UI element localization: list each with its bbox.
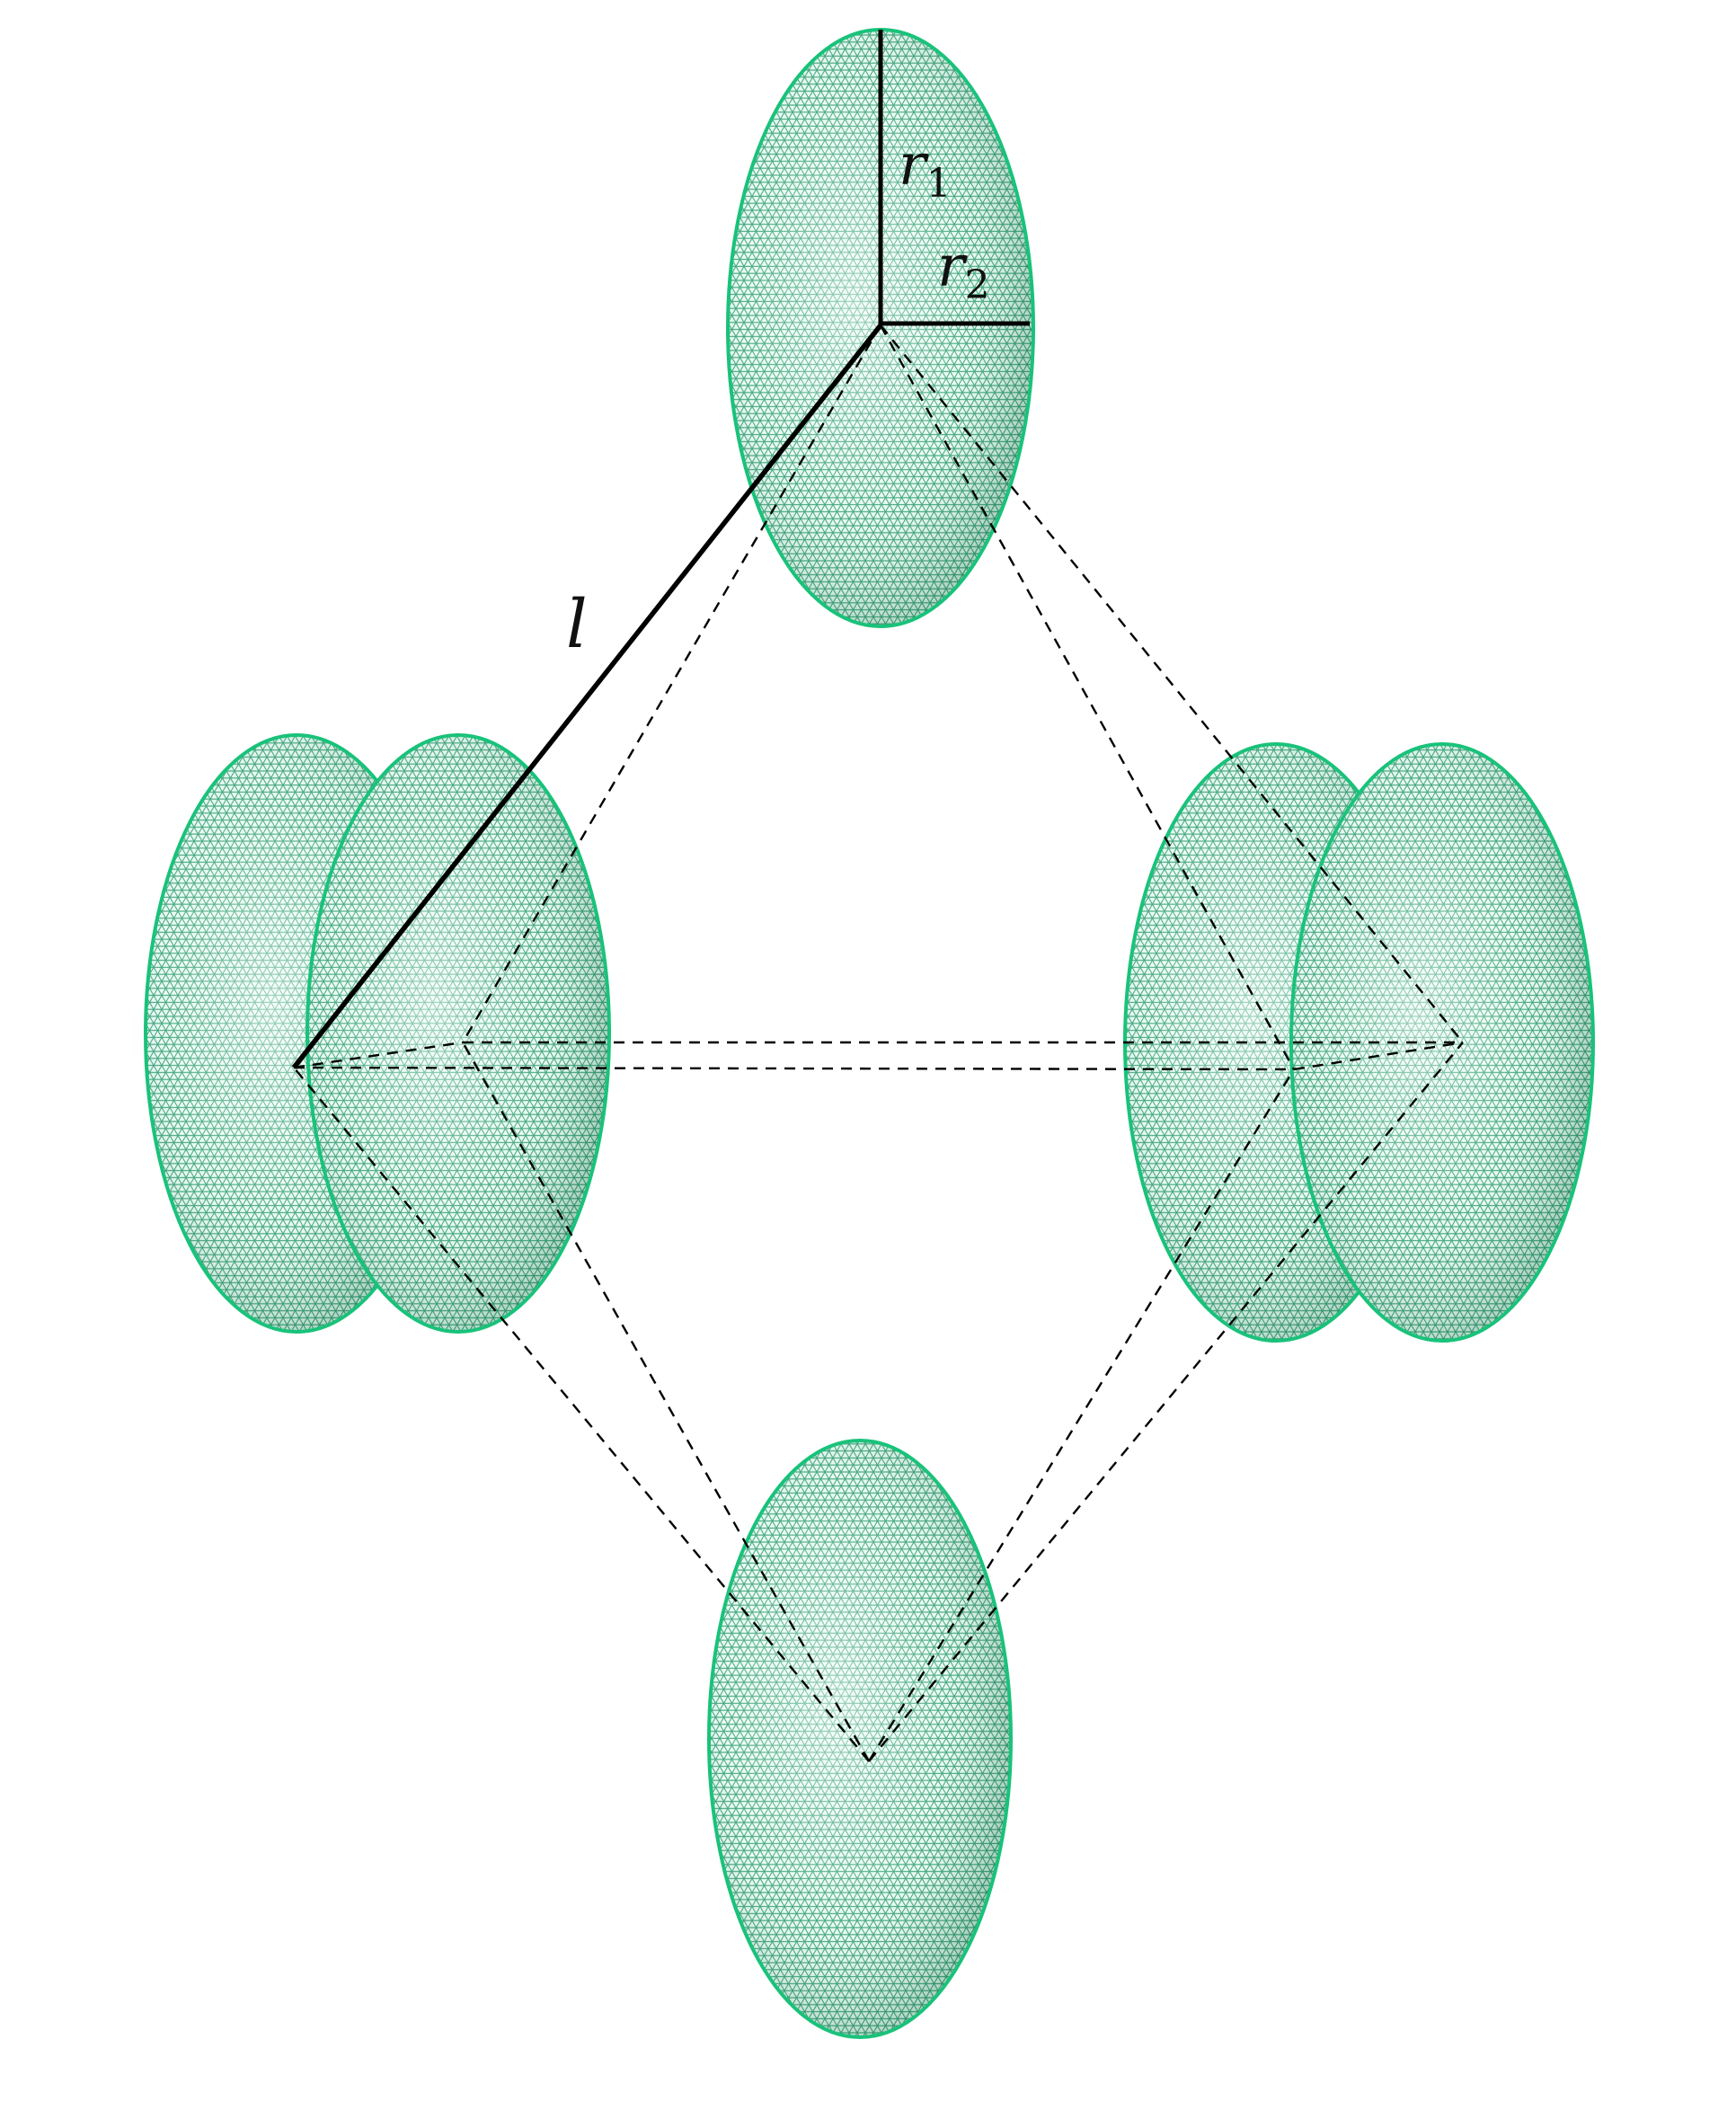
frame-edge-8	[868, 1042, 1464, 1762]
ellipsoid-left-front	[306, 733, 611, 1334]
ellipsoid-right-front-shade	[1291, 744, 1593, 1341]
frame-edge-6	[461, 1042, 871, 1762]
frame-edge-4	[880, 324, 1464, 1043]
ellipsoid-left-front-shade	[307, 735, 609, 1332]
label-r2-base: r	[937, 234, 968, 300]
frame-edge-3	[879, 324, 1296, 1070]
frame-edge-11	[293, 1041, 464, 1069]
ellipsoid-right-front	[1289, 742, 1595, 1343]
label-r1-sub: 1	[926, 161, 952, 207]
label-r2-sub: 2	[965, 262, 990, 308]
frame-edge-12	[1293, 1041, 1464, 1071]
ellipsoid-top	[726, 28, 1035, 628]
label-r1: r1	[899, 132, 952, 207]
frame-edge-2	[461, 324, 882, 1043]
l-line	[291, 324, 883, 1069]
label-r1-base: r	[899, 132, 929, 199]
frame-edge-7	[867, 1068, 1296, 1762]
frame-edge-9	[293, 1066, 1295, 1071]
label-r2: r2	[937, 234, 990, 308]
ellipsoid-bottom-shade	[709, 1441, 1011, 2037]
ellipsoid-left-front-outline	[306, 733, 611, 1334]
ellipsoid-bottom-outline	[707, 1439, 1013, 2039]
label-l: l	[566, 586, 588, 663]
ellipsoid-bottom	[707, 1439, 1013, 2039]
dimension-lines	[291, 30, 1030, 1069]
ellipsoid-right-front-outline	[1289, 742, 1595, 1343]
ellipsoid-group	[144, 28, 1595, 2039]
labels: r1 r2 l	[566, 132, 990, 663]
